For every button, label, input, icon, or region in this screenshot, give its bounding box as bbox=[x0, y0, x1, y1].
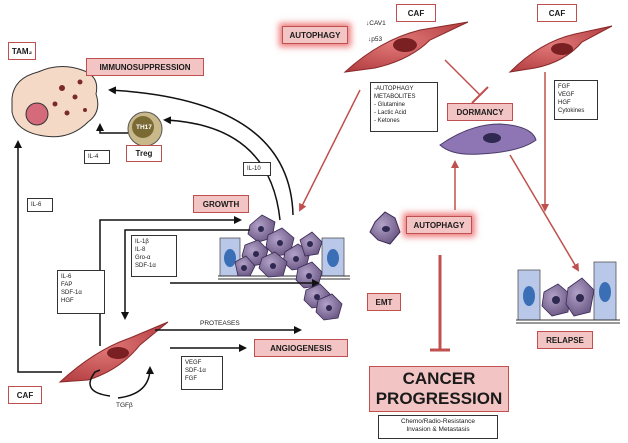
cancer-progression-label: CANCER PROGRESSION bbox=[369, 366, 509, 412]
il6-label: IL-6 bbox=[27, 198, 53, 212]
caf-secretions-box: IL-6 FAP SDF-1α HGF bbox=[57, 270, 105, 314]
il10-label: IL-10 bbox=[243, 162, 271, 176]
caf-right-label: CAF bbox=[537, 4, 577, 22]
angiogenesis-label: ANGIOGENESIS bbox=[254, 339, 348, 357]
caf-bottom-cell bbox=[58, 321, 169, 383]
relapse-label: RELAPSE bbox=[537, 331, 593, 349]
emt-label: EMT bbox=[367, 293, 401, 311]
tumor-mass bbox=[218, 214, 350, 321]
caf-bottom-label: CAF bbox=[8, 386, 42, 404]
cancer-subtext-box: Chemo/Radio-Resistance Invasion & Metast… bbox=[378, 415, 498, 439]
immunosuppression-label: IMMUNOSUPPRESSION bbox=[86, 58, 204, 76]
il4-label: IL-4 bbox=[84, 150, 110, 164]
caf-top-cell bbox=[343, 21, 469, 73]
growth-factors-box: IL-1β IL-8 Gro-α SDF-1α bbox=[131, 235, 177, 277]
cav1-label: ↓CAV1 bbox=[366, 20, 386, 27]
red-arrows bbox=[299, 59, 580, 352]
dormant-cell bbox=[439, 123, 537, 155]
caf-top-label: CAF bbox=[396, 4, 436, 22]
dormancy-label: DORMANCY bbox=[447, 103, 513, 121]
tgfb-label: TGFβ bbox=[116, 402, 133, 409]
tam2-cell bbox=[11, 66, 99, 138]
treg-label: Treg bbox=[126, 145, 162, 162]
autophagy-top-label: AUTOPHAGY bbox=[282, 26, 348, 44]
proteases-label: PROTEASES bbox=[200, 320, 240, 327]
metabolites-box: -AUTOPHAGY METABOLITES - Glutamine - Lac… bbox=[370, 82, 438, 132]
angio-factors-box: VEGF SDF-1α FGF bbox=[181, 356, 223, 390]
treg-cell bbox=[127, 111, 163, 147]
growth-label: GROWTH bbox=[193, 195, 249, 213]
tam2-label: TAM₂ bbox=[8, 42, 36, 60]
p53-label: ↓p53 bbox=[368, 36, 383, 43]
relapse-tissue bbox=[516, 261, 620, 324]
autophagy-tumor-cell bbox=[369, 211, 401, 245]
th17-label: TH17 bbox=[136, 124, 152, 131]
right-factors-box: FGF VEGF HGF Cytokines bbox=[554, 80, 598, 120]
caf-right-cell bbox=[508, 25, 613, 73]
autophagy-mid-label: AUTOPHAGY bbox=[406, 216, 472, 234]
